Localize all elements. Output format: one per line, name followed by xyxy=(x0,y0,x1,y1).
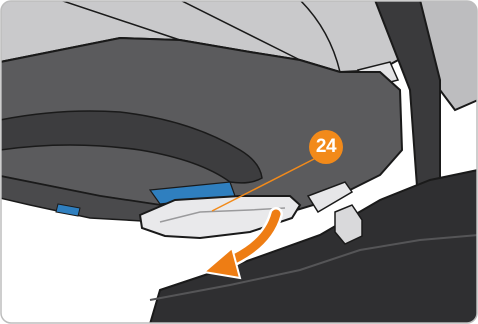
step-number-badge: 24 xyxy=(309,130,343,164)
step-number: 24 xyxy=(316,136,336,158)
